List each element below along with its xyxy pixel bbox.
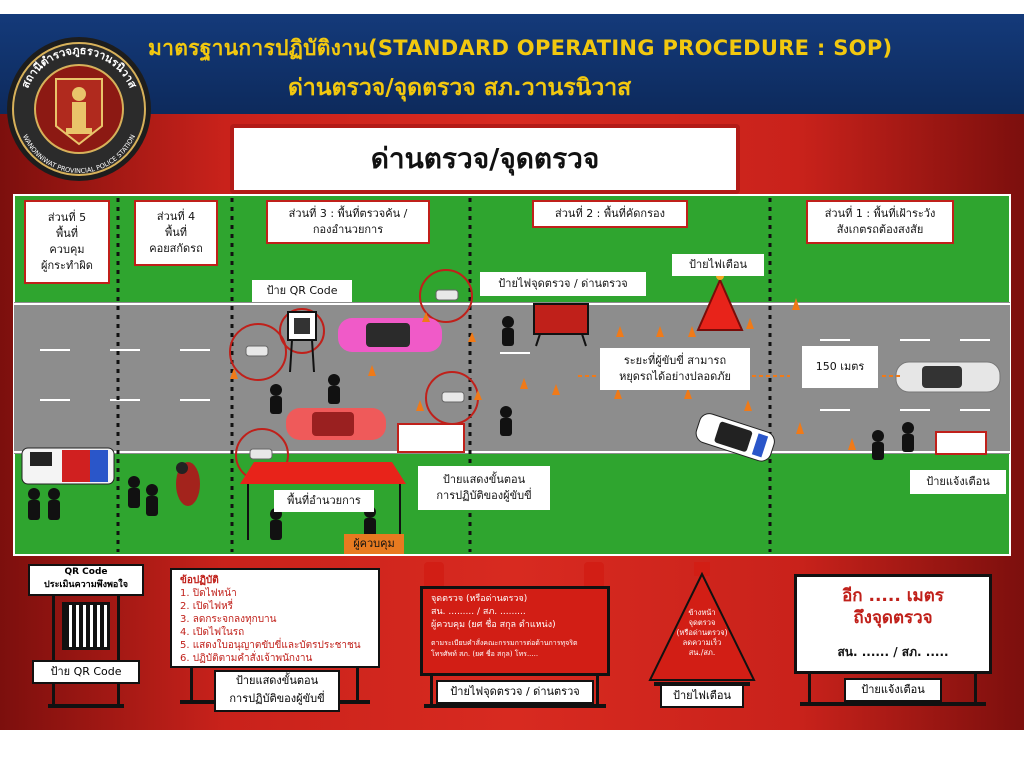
- pink-car: [338, 318, 442, 352]
- qr-code-image: [62, 602, 110, 650]
- zone-2-label: ส่วนที่ 2 : พื้นที่คัดกรอง: [532, 200, 688, 228]
- procedure-step-1: 1. ปิดไฟหน้า: [180, 588, 237, 599]
- checkpoint-light-left: [424, 562, 444, 586]
- lane-markings: [40, 339, 990, 411]
- warning-line3: สน. ...... / สภ. .....: [837, 645, 949, 659]
- checkpoint-line2: สน. ......... / สภ. .........: [431, 607, 526, 617]
- zone-5-label: ส่วนที่ 5 พื้นที่ ควบคุม ผู้กระทำผิด: [24, 200, 110, 284]
- white-car: [895, 361, 1001, 393]
- checkpoint-light-right: [584, 562, 604, 586]
- triangle-card-caption: ป้ายไฟเตือน: [660, 684, 744, 708]
- zone-3-label: ส่วนที่ 3 : พื้นที่ตรวจค้น / กองอำนวยการ: [266, 200, 430, 244]
- warning-card-caption: ป้ายแจ้งเตือน: [844, 678, 942, 702]
- legend-checkpoint-card: จุดตรวจ (หรือด่านตรวจ) สน. ......... / ส…: [420, 562, 610, 718]
- warning-sign-small: [935, 431, 987, 455]
- procedure-step-4: 4. เปิดไฟในรถ: [180, 627, 245, 638]
- procedure-title: ข้อปฏิบัติ: [180, 575, 219, 586]
- warning-line1: อีก ..... เมตร: [842, 586, 944, 606]
- page-subtitle: ด่านตรวจ/จุดตรวจ สภ.วานรนิวาส: [288, 75, 632, 101]
- procedure-step-6: 6. ปฏิบัติตามคำสั่งเจ้าพนักงาน: [180, 653, 313, 664]
- checkpoint-card-caption: ป้ายไฟจุดตรวจ / ด่านตรวจ: [436, 680, 594, 704]
- checkpoint-board: จุดตรวจ (หรือด่านตรวจ) สน. ......... / ส…: [420, 586, 610, 676]
- supervisor-label: ผู้ควบคุม: [344, 534, 404, 554]
- warning-sign-label: ป้ายแจ้งเตือน: [910, 470, 1006, 494]
- zone-4-label: ส่วนที่ 4 พื้นที่ คอยสกัดรถ: [134, 200, 218, 266]
- diagram-heading: ด่านตรวจ/จุดตรวจ: [230, 124, 740, 194]
- police-truck: [21, 447, 115, 485]
- safe-distance-label: ระยะที่ผู้ขับขี่ สามารถ หยุดรถได้อย่างปล…: [600, 348, 750, 390]
- legend-procedure-card: ข้อปฏิบัติ 1. ปิดไฟหน้า 2. เปิดไฟหรี่ 3.…: [170, 568, 380, 716]
- triangle-line1: ข้างหน้า: [688, 608, 716, 617]
- page-title: มาตรฐานการปฏิบัติงาน(STANDARD OPERATING …: [148, 36, 893, 60]
- police-officers: [28, 316, 914, 540]
- warning-line2: ถึงจุดตรวจ: [853, 608, 933, 628]
- checkpoint-line3: ผู้ควบคุม (ยศ ชื่อ สกุล ตำแหน่ง): [431, 620, 556, 630]
- checkpoint-line1: จุดตรวจ (หรือด่านตรวจ): [431, 594, 528, 604]
- warning-board: อีก ..... เมตร ถึงจุดตรวจ สน. ...... / ส…: [794, 574, 992, 674]
- procedure-sign-small: [397, 423, 465, 453]
- triangle-text: ข้างหน้า จุดตรวจ (หรือด่านตรวจ) ลดความเร…: [670, 608, 734, 658]
- triangle-light-sign: [648, 562, 756, 681]
- legend-warning-card: อีก ..... เมตร ถึงจุดตรวจ สน. ...... / ส…: [794, 574, 992, 716]
- legend-qr-card: QR Code ประเมินความพึงพอใจ ป้าย QR Code: [28, 564, 144, 720]
- qr-card-header: QR Code ประเมินความพึงพอใจ: [28, 564, 144, 596]
- police-car-road: [695, 413, 775, 462]
- procedure-step-5: 5. แสดงใบอนุญาตขับขี่และบัตรประชาชน: [180, 640, 361, 651]
- procedure-step-2: 2. เปิดไฟหรี่: [180, 601, 234, 612]
- command-area-label: พื้นที่อำนวยการ: [274, 490, 374, 512]
- red-car: [286, 408, 386, 440]
- qr-card-header-top: QR Code: [64, 567, 108, 577]
- procedure-sign-label: ป้ายแสดงขั้นตอน การปฏิบัติของผู้ขับขี่: [418, 466, 550, 510]
- command-tent: [240, 462, 406, 484]
- procedure-card-caption: ป้ายแสดงขั้นตอน การปฏิบัติของผู้ขับขี่: [214, 670, 340, 712]
- triangle-line4: ลดความเร็ว: [682, 638, 722, 647]
- procedure-board: ข้อปฏิบัติ 1. ปิดไฟหน้า 2. เปิดไฟหรี่ 3.…: [170, 568, 380, 668]
- checkpoint-light-sign-label: ป้ายไฟจุดตรวจ / ด่านตรวจ: [480, 272, 646, 296]
- motorcycle: [176, 462, 200, 506]
- traffic-cones: [230, 298, 856, 450]
- triangle-line2: จุดตรวจ: [688, 618, 716, 627]
- warning-light-triangle: [696, 277, 744, 331]
- warning-light-label: ป้ายไฟเตือน: [672, 254, 764, 276]
- triangle-line3: (หรือด่านตรวจ): [676, 628, 728, 637]
- legend-triangle-card: ข้างหน้า จุดตรวจ (หรือด่านตรวจ) ลดความเร…: [648, 560, 756, 718]
- triangle-line5: สน./สภ.: [688, 648, 716, 657]
- checkpoint-line4: ตามระเบียบคำสั่งคณะกรรมการต่อต้านการทุจร…: [431, 639, 578, 647]
- distance-150-label: 150 เมตร: [802, 346, 878, 388]
- checkpoint-line5: โทรศัพท์ สภ. (ยศ ชื่อ สกุล) โทร.....: [431, 650, 539, 658]
- qr-card-caption: ป้าย QR Code: [32, 660, 140, 684]
- procedure-step-3: 3. ลดกระจกลงทุกบาน: [180, 614, 277, 625]
- zone-1-label: ส่วนที่ 1 : พื้นที่เฝ้าระวัง สังเกตรถต้อ…: [806, 200, 954, 244]
- qr-card-header-bottom: ประเมินความพึงพอใจ: [44, 580, 128, 590]
- checkpoint-light-board: [533, 303, 589, 335]
- header-bar: [0, 14, 1024, 114]
- qr-code-sign-label: ป้าย QR Code: [252, 280, 352, 302]
- police-station-logo: สถานีตำรวจภูธรวานรนิวาส WANONNIWAT PROVI…: [7, 37, 151, 181]
